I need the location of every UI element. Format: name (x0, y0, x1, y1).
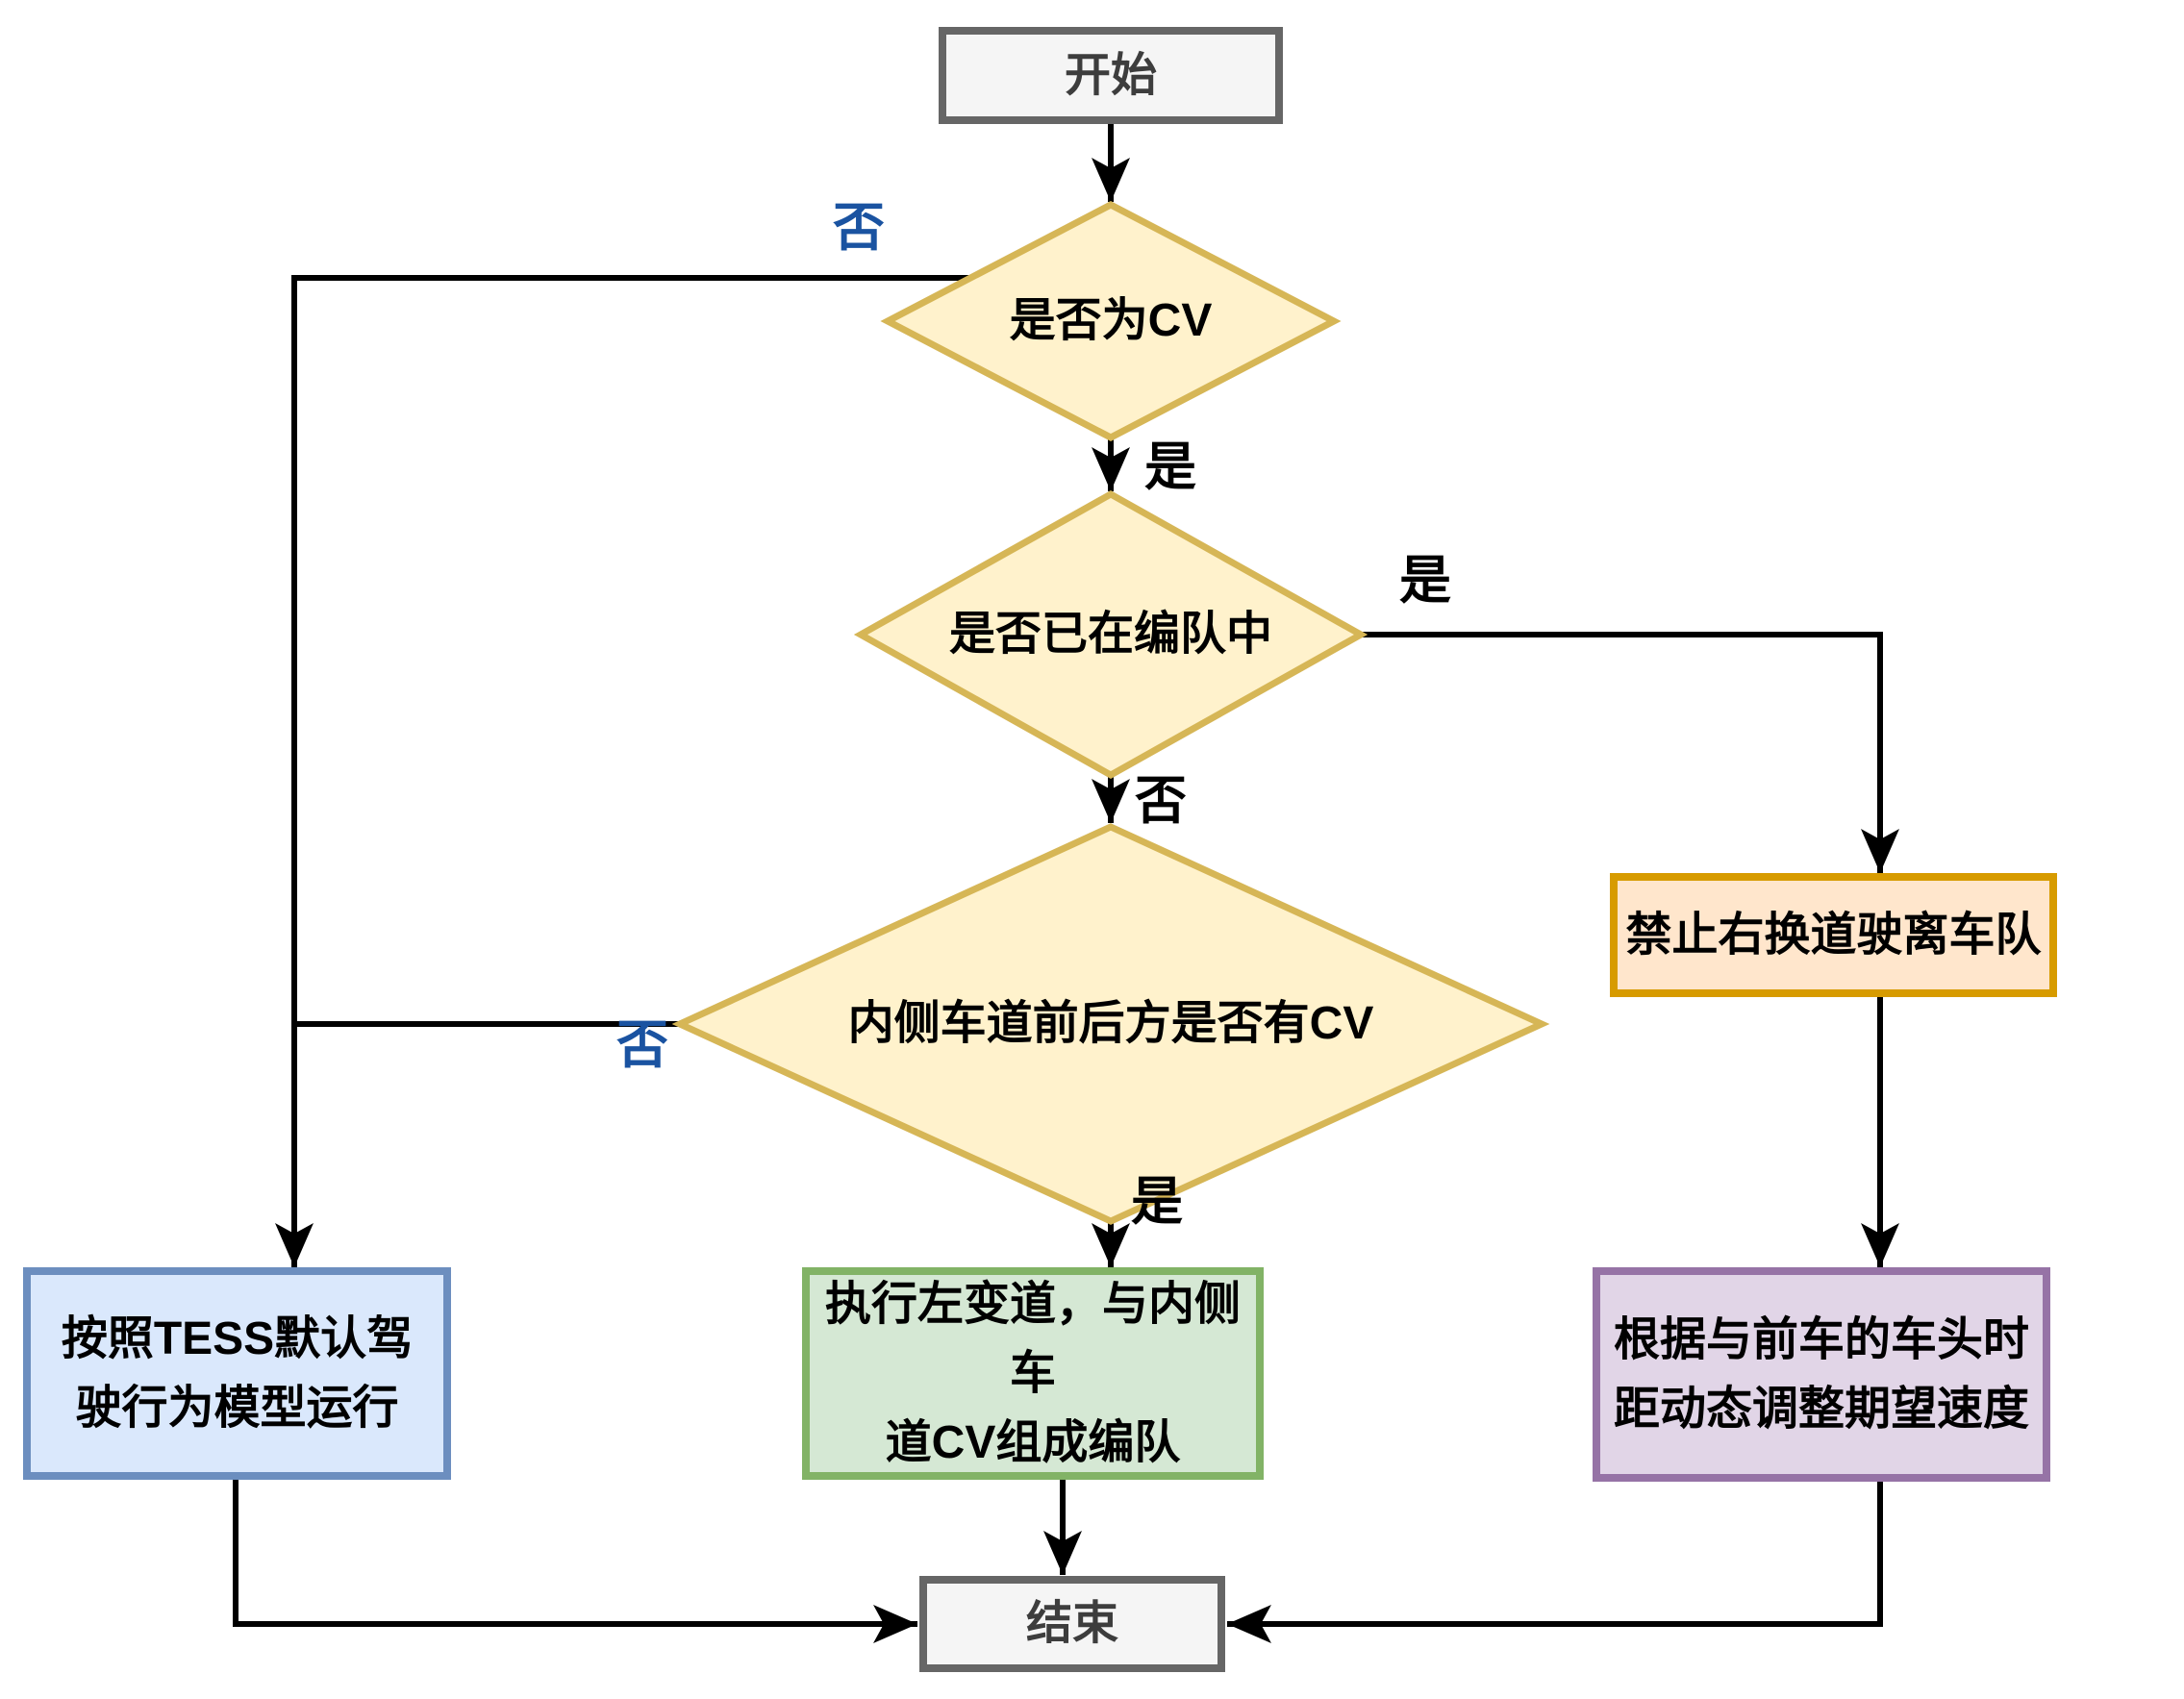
process-left-lane-change-label: 执行左变道，与内侧车 道CV组成编队 (824, 1278, 1241, 1468)
edge-label-is-cv-yes: 是 (1144, 437, 1196, 496)
edge-is-cv-no-to-tess-default (275, 275, 970, 1267)
process-left-lane-change-shape (802, 1267, 1264, 1480)
decision-is-cv-shape (880, 201, 1342, 441)
edge-label-cv-nearby-no: 否 (616, 1015, 668, 1074)
edge-in-platoon-yes-to-no-right-change (1361, 632, 1899, 873)
start-node-label: 开始 (1064, 49, 1157, 101)
edge-tess-default-to-end (233, 1476, 917, 1643)
decision-in-platoon-label: 是否已在编队中 (948, 609, 1272, 660)
end-node-shape (919, 1576, 1225, 1672)
end-node-label: 结束 (1025, 1598, 1118, 1649)
process-tess-default-label: 按照TESS默认驾 驶行为模型运行 (61, 1312, 414, 1434)
decision-cv-nearby-label: 内侧车道前后方是否有CV (847, 998, 1374, 1049)
start-node-shape (939, 27, 1283, 124)
edge-label-in-platoon-yes: 是 (1399, 551, 1451, 610)
edge-label-cv-nearby-yes: 是 (1131, 1172, 1183, 1231)
edge-label-in-platoon-no: 否 (1135, 771, 1187, 830)
edge-adjust-speed-to-end (1227, 1478, 1883, 1643)
decision-cv-nearby-shape (671, 823, 1550, 1225)
process-no-right-change-shape (1610, 873, 2057, 997)
process-adjust-speed-shape (1593, 1267, 2050, 1482)
process-no-right-change-label: 禁止右换道驶离车队 (1625, 909, 2042, 961)
edge-label-is-cv-no: 否 (833, 198, 885, 257)
process-tess-default-shape (23, 1267, 451, 1480)
decision-is-cv-label: 是否为CV (1009, 295, 1213, 346)
decision-in-platoon-shape (853, 489, 1368, 780)
process-adjust-speed-label: 根据与前车的车头时 距动态调整期望速度 (1613, 1313, 2029, 1435)
